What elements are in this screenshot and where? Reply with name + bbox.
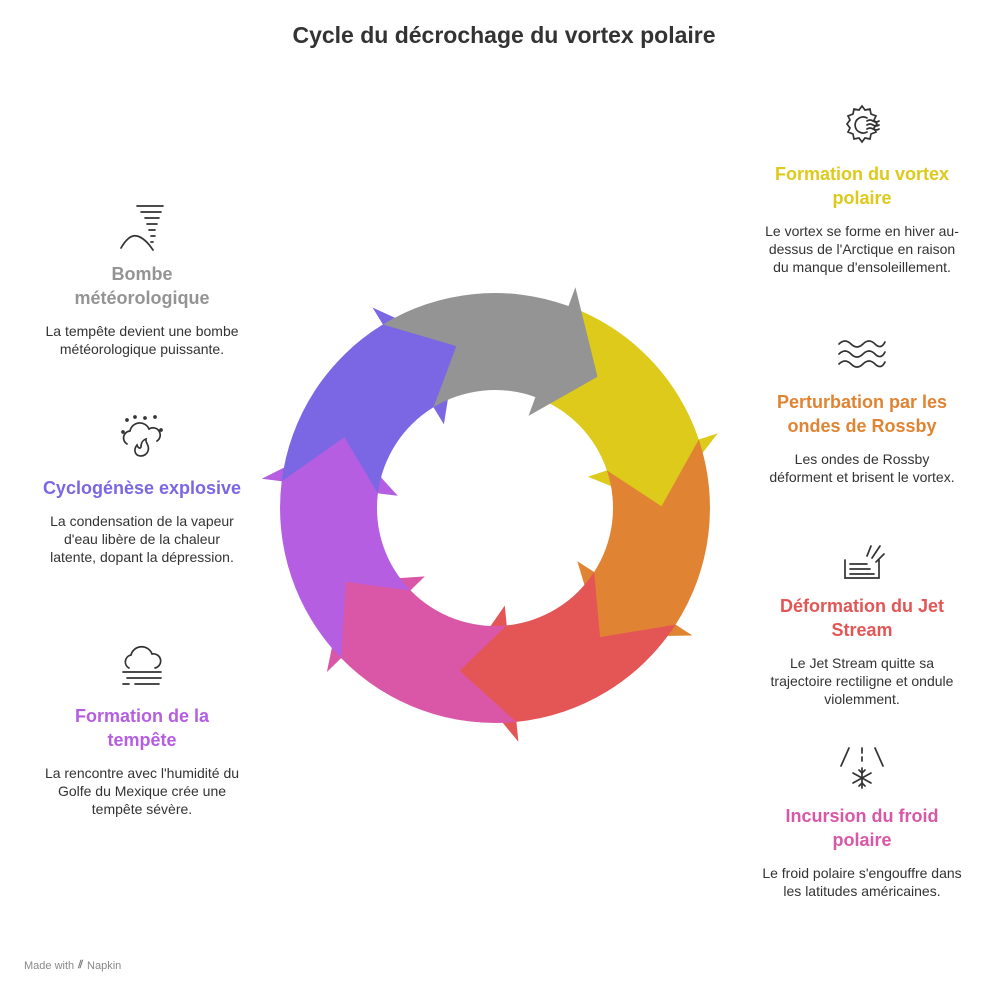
step-description: La condensation de la vapeur d'eau libèr… xyxy=(50,513,234,565)
page-title: Cycle du décrochage du vortex polaire xyxy=(292,22,716,48)
cycle-arrow-1 xyxy=(535,306,718,507)
made-with-footer[interactable]: Made with ⫽ Napkin xyxy=(24,959,121,972)
step-block-5: Formation de la tempête La rencontre ave… xyxy=(42,640,242,818)
flame-cloud-icon xyxy=(121,415,163,457)
step-description: Le vortex se forme en hiver au-dessus de… xyxy=(765,223,959,275)
step-title: Formation de la tempête xyxy=(74,706,209,750)
cycle-arrow-7 xyxy=(382,287,598,416)
sun-wind-icon xyxy=(845,104,880,144)
step-block-7: Bombe météorologique La tempête devient … xyxy=(42,200,242,358)
step-title: Cyclogénèse explosive xyxy=(42,478,242,498)
step-description: Le Jet Stream quitte sa trajectoire rect… xyxy=(770,655,954,707)
step-block-3: Déformation du Jet Stream Le Jet Stream … xyxy=(762,540,962,708)
brand-text: Napkin xyxy=(87,959,122,972)
step-title: Incursion du froid polaire xyxy=(785,806,939,850)
step-description: Le froid polaire s'engouffre dans les la… xyxy=(762,865,962,899)
cycle-arrow-4 xyxy=(326,576,517,723)
step-title: Bombe météorologique xyxy=(74,264,210,308)
cycle-arrow-2 xyxy=(577,439,710,638)
step-description: La tempête devient une bombe météorologi… xyxy=(45,323,239,357)
step-block-1: Formation du vortex polaire Le vortex se… xyxy=(762,100,962,276)
step-description: La rencontre avec l'humidité du Golfe du… xyxy=(44,765,240,817)
cycle-arrow-6 xyxy=(281,307,457,494)
step-block-6: Cyclogénèse explosive La condensation de… xyxy=(42,412,242,566)
step-title: Perturbation par les ondes de Rossby xyxy=(776,392,948,436)
waves-icon xyxy=(838,340,886,368)
jet-stream-icon xyxy=(844,545,885,579)
tornado-mountain-icon xyxy=(120,205,164,251)
step-title: Déformation du Jet Stream xyxy=(779,596,944,640)
step-description: Les ondes de Rossby déforment et brisent… xyxy=(769,451,955,485)
step-block-4: Incursion du froid polaire Le froid pola… xyxy=(762,744,962,900)
fog-cloud-icon xyxy=(122,645,162,685)
cycle-arrow-5 xyxy=(261,437,411,659)
step-title: Formation du vortex polaire xyxy=(774,164,949,208)
cycle-arrow-3 xyxy=(459,572,676,742)
made-with-text: Made with xyxy=(24,959,75,972)
napkin-logo-icon: ⫽ xyxy=(78,959,84,971)
snowflake-icon xyxy=(840,747,884,789)
step-block-2: Perturbation par les ondes de Rossby Les… xyxy=(762,334,962,486)
